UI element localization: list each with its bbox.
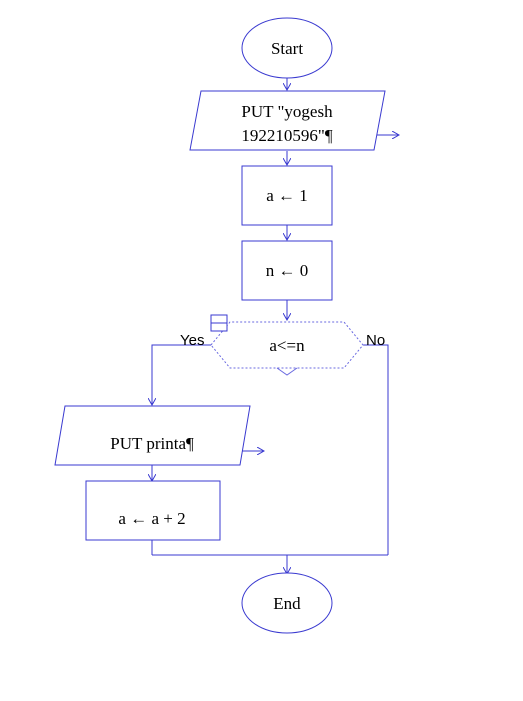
increment-node[interactable]: a ← a + 2 — [85, 480, 221, 541]
increment-label: a ← a + 2 — [118, 509, 185, 528]
condition-label: a<=n — [269, 336, 305, 355]
assign-a-label: a ← 1 — [266, 186, 308, 205]
put-name-node[interactable]: PUT "yogesh 192210596"¶ — [189, 90, 386, 151]
put-name-line2: 192210596"¶ — [241, 126, 332, 145]
connectors — [152, 72, 399, 574]
end-node[interactable]: End — [241, 572, 333, 634]
end-label: End — [273, 594, 301, 613]
put-print-node[interactable]: PUT printa¶ — [54, 405, 251, 466]
put-name-line1: PUT "yogesh — [241, 102, 333, 121]
assign-n-label: n ← 0 — [266, 261, 309, 280]
start-node[interactable]: Start — [241, 17, 333, 79]
assign-a-node[interactable]: a ← 1 — [241, 165, 333, 226]
put-print-label: PUT printa¶ — [110, 434, 194, 453]
condition-bottom-notch — [276, 367, 298, 376]
no-label: No — [366, 332, 385, 349]
connector-no-branch — [363, 344, 389, 555]
start-label: Start — [271, 39, 303, 58]
condition-node[interactable]: a<=n — [210, 321, 364, 376]
assign-n-node[interactable]: n ← 0 — [241, 240, 333, 301]
collapse-toggle-icon[interactable] — [210, 314, 228, 332]
yes-label: Yes — [180, 332, 204, 349]
connector-yes-branch — [152, 344, 211, 405]
